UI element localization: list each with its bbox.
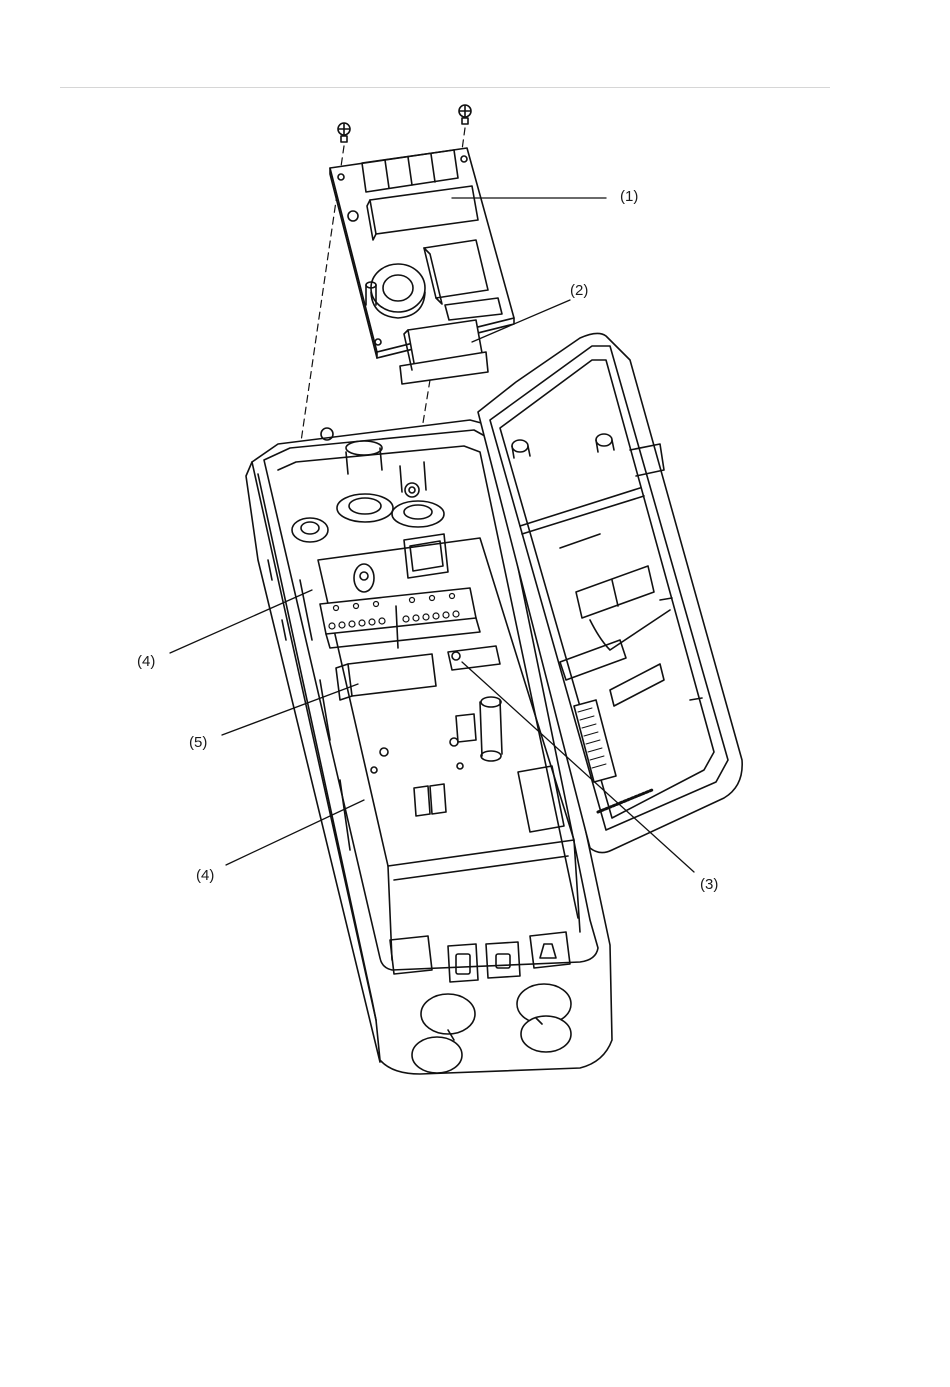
board-connector bbox=[400, 320, 488, 384]
mounting-screw-left bbox=[338, 123, 350, 142]
callout-label-4-upper: (4) bbox=[137, 654, 155, 669]
expansion-board bbox=[330, 148, 514, 358]
callout-label-1: (1) bbox=[620, 189, 638, 204]
callout-label-2: (2) bbox=[570, 283, 588, 298]
callout-label-4-lower: (4) bbox=[196, 868, 214, 883]
callout-label-3: (3) bbox=[700, 877, 718, 892]
callout-label-5: (5) bbox=[189, 735, 207, 750]
mounting-screw-right bbox=[459, 105, 471, 124]
